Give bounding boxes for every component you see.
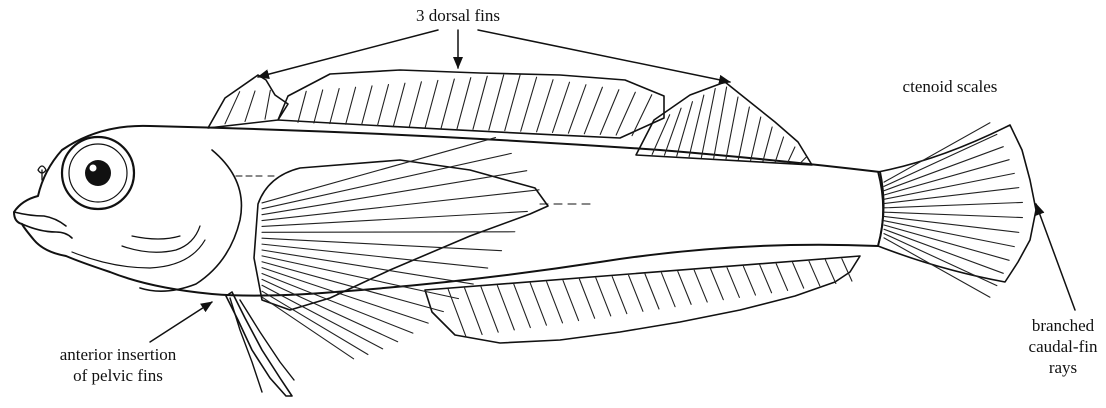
second-dorsal-ray	[362, 86, 372, 125]
arrow-caudal-rays	[1036, 204, 1075, 310]
anal-ray	[629, 275, 643, 311]
third-dorsal-ray	[775, 137, 783, 162]
second-dorsal-ray	[298, 91, 306, 122]
third-dorsal-ray	[726, 97, 738, 159]
arrow-pelvic	[150, 302, 212, 342]
fin-rays	[225, 75, 1022, 359]
anal-ray	[711, 269, 724, 300]
caudal-ray	[884, 238, 990, 297]
cheek-line	[72, 240, 205, 268]
caudal-ray	[884, 202, 1022, 207]
second-dorsal-ray	[505, 75, 520, 131]
anal-ray	[661, 273, 675, 307]
annotations: 3 dorsal fins ctenoid scales anterior in…	[60, 6, 1098, 385]
pectoral-ray	[262, 138, 495, 203]
cheek-line	[132, 236, 180, 239]
caudal-fin	[878, 125, 1036, 282]
second-dorsal-ray	[553, 82, 570, 132]
anal-ray	[481, 287, 498, 332]
operculum	[140, 150, 241, 291]
pelvic-fin-spine	[230, 298, 262, 392]
label-caudal-line-1: branched	[1032, 316, 1095, 335]
third-dorsal-ray	[763, 127, 772, 161]
third-dorsal-ray	[751, 117, 761, 161]
anal-ray	[579, 279, 594, 318]
pectoral-ray	[262, 171, 527, 215]
second-dorsal-ray	[441, 79, 454, 128]
pectoral-ray	[262, 190, 539, 221]
anal-ray	[497, 286, 514, 330]
second-dorsal-ray	[600, 90, 619, 135]
anal-ray	[727, 268, 739, 298]
anal-ray	[612, 277, 627, 314]
second-dorsal-ray	[473, 76, 487, 129]
second-dorsal-ray	[409, 82, 421, 127]
anal-ray	[465, 288, 483, 334]
second-dorsal-ray	[425, 80, 438, 127]
pectoral-ray	[262, 232, 515, 233]
first-dorsal-ray	[265, 90, 270, 119]
pectoral-ray	[262, 238, 502, 250]
anal-ray	[645, 274, 659, 309]
eye	[62, 137, 134, 209]
third-dorsal-ray	[714, 87, 727, 158]
third-dorsal-ray	[677, 102, 693, 156]
anal-ray	[776, 264, 787, 291]
first-dorsal-fin	[208, 75, 288, 128]
anal-ray	[448, 289, 466, 336]
label-ctenoid-scales: ctenoid scales	[903, 77, 998, 96]
second-dorsal-ray	[489, 75, 504, 130]
pectoral-ray	[262, 262, 443, 312]
second-dorsal-ray	[616, 92, 635, 135]
pectoral-ray	[262, 297, 354, 359]
anal-ray	[596, 278, 611, 316]
label-pelvic-line-2: of pelvic fins	[73, 366, 163, 385]
second-dorsal-ray	[330, 89, 339, 124]
anal-ray	[678, 271, 691, 304]
label-dorsal-fins: 3 dorsal fins	[416, 6, 500, 25]
second-dorsal-ray	[346, 87, 356, 124]
mouth	[14, 212, 72, 238]
first-dorsal-ray	[245, 91, 255, 122]
label-pelvic-line-1: anterior insertion	[60, 345, 177, 364]
second-dorsal-ray	[457, 78, 471, 129]
anal-ray	[825, 260, 835, 284]
anal-ray	[563, 280, 579, 320]
anal-ray	[809, 261, 820, 286]
pectoral-ray	[262, 211, 527, 226]
anal-ray	[547, 282, 563, 323]
caudal-ray	[884, 229, 1003, 273]
anal-ray	[793, 262, 804, 288]
anal-ray	[514, 284, 531, 327]
third-dorsal-ray	[788, 147, 795, 163]
third-dorsal-fin	[636, 82, 812, 165]
anal-ray	[530, 283, 546, 325]
pectoral-ray	[262, 285, 383, 349]
label-caudal-line-3: rays	[1049, 358, 1077, 377]
caudal-ray	[884, 212, 1022, 217]
second-dorsal-ray	[378, 85, 389, 126]
second-dorsal-fin	[278, 70, 664, 138]
second-dorsal-ray	[314, 90, 323, 123]
label-caudal-line-2: caudal-fin	[1029, 337, 1098, 356]
second-dorsal-ray	[521, 77, 537, 131]
anal-ray	[743, 266, 755, 295]
second-dorsal-ray	[584, 87, 602, 134]
caudal-ray	[884, 123, 990, 182]
second-dorsal-ray	[393, 83, 405, 126]
anal-ray	[694, 270, 707, 302]
anal-ray	[760, 265, 772, 293]
pectoral-ray	[262, 291, 368, 354]
second-dorsal-ray	[537, 80, 553, 132]
second-dorsal-ray	[568, 85, 586, 133]
anal-fin	[425, 256, 860, 343]
third-dorsal-ray	[738, 107, 749, 160]
